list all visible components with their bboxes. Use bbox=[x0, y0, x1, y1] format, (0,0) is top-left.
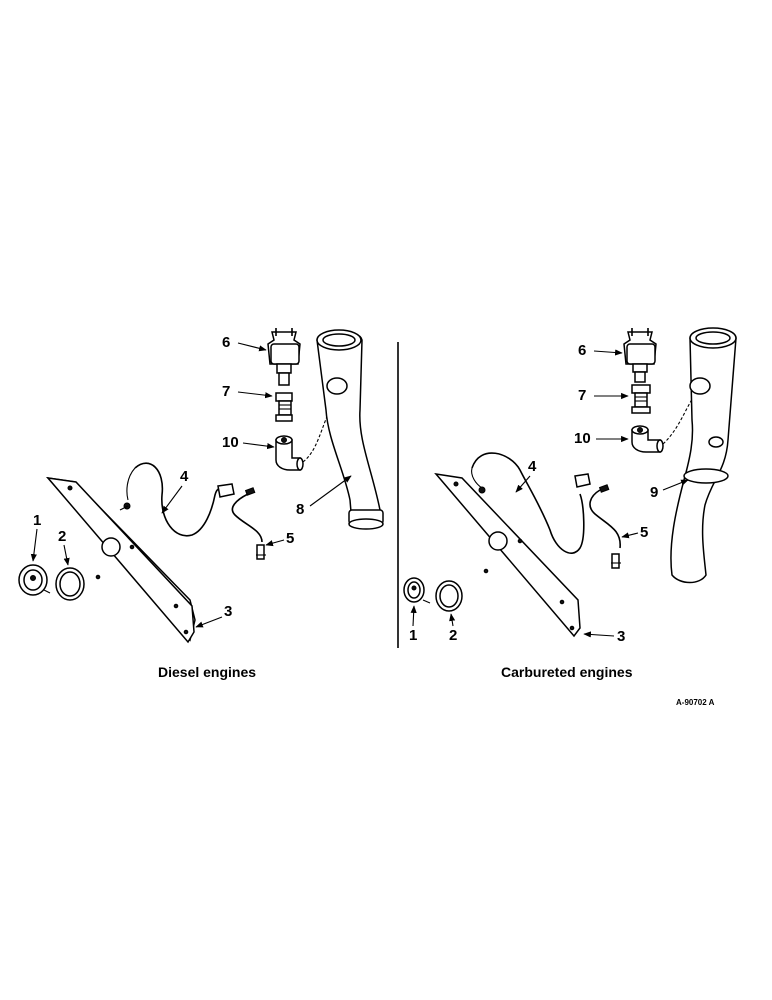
caption-diesel: Diesel engines bbox=[158, 664, 256, 680]
callout-label-5-r: 5 bbox=[640, 524, 648, 541]
pipe-boss-carbureted bbox=[689, 377, 711, 395]
leader-4 bbox=[161, 485, 183, 514]
leader-2 bbox=[63, 544, 70, 566]
carbureted-view: 6 7 10 4 9 5 1 2 3 Carbureted engines A-… bbox=[403, 327, 737, 707]
pressure-switch-carbureted bbox=[623, 328, 657, 383]
callout-label-4: 4 bbox=[180, 468, 189, 485]
diesel-view: 6 7 10 4 8 5 1 2 3 Diesel engines bbox=[18, 328, 384, 680]
callout-label-3: 3 bbox=[224, 603, 232, 620]
elbow-fitting-diesel bbox=[275, 435, 304, 471]
sender-terminal-diesel bbox=[256, 544, 265, 560]
sender-terminal-carbureted bbox=[611, 553, 620, 569]
leader-1 bbox=[30, 528, 38, 562]
gauge-carbureted bbox=[403, 577, 431, 604]
callout-label-1-r: 1 bbox=[409, 627, 417, 644]
leader-6-r bbox=[593, 349, 623, 356]
caption-carbureted: Carbureted engines bbox=[501, 664, 633, 680]
pressure-switch-diesel bbox=[267, 328, 301, 386]
wire-harness-diesel bbox=[134, 462, 229, 537]
wire-harness-carbureted bbox=[471, 452, 585, 554]
adapter-carbureted bbox=[631, 384, 651, 414]
bezel-ring-carbureted bbox=[435, 580, 463, 612]
leader-7 bbox=[237, 391, 273, 399]
callout-label-2: 2 bbox=[58, 528, 66, 545]
leader-6 bbox=[237, 342, 267, 352]
bezel-ring-diesel bbox=[55, 567, 85, 601]
leader-2-r bbox=[449, 613, 456, 627]
callout-label-8: 8 bbox=[296, 501, 304, 518]
elbow-fitting-carbureted bbox=[631, 425, 664, 453]
leader-1-r bbox=[410, 605, 417, 627]
adapter-diesel bbox=[275, 392, 293, 422]
callout-label-4-r: 4 bbox=[528, 458, 537, 475]
sender-wire-diesel bbox=[231, 493, 263, 543]
wire-connector-diesel bbox=[217, 483, 235, 498]
callout-label-9-r: 9 bbox=[650, 484, 658, 501]
exhaust-pipe-carbureted bbox=[670, 327, 737, 584]
leader-4-r bbox=[515, 475, 531, 493]
leader-3-r bbox=[583, 631, 615, 638]
leader-10 bbox=[242, 442, 275, 450]
leader-8 bbox=[309, 475, 352, 507]
pipe-boss-diesel bbox=[326, 377, 348, 395]
panel-gauge-hole-carbureted bbox=[488, 531, 508, 551]
callout-label-1: 1 bbox=[33, 512, 41, 529]
callout-label-7: 7 bbox=[222, 383, 230, 400]
pipe-joint-carbureted bbox=[683, 468, 729, 484]
panel-gauge-hole bbox=[101, 537, 121, 557]
leader-5 bbox=[265, 539, 285, 547]
leader-9-r bbox=[662, 479, 689, 491]
callout-label-6-r: 6 bbox=[578, 342, 586, 359]
callout-label-5: 5 bbox=[286, 530, 294, 547]
callout-label-10-r: 10 bbox=[574, 430, 591, 447]
sender-wire-carbureted bbox=[589, 489, 621, 549]
leader-5-r bbox=[621, 532, 639, 539]
callout-label-6: 6 bbox=[222, 334, 230, 351]
callout-label-7-r: 7 bbox=[578, 387, 586, 404]
exhaust-pipe-diesel bbox=[316, 329, 384, 530]
wire-connector-carbureted bbox=[574, 473, 591, 488]
gauge-diesel bbox=[18, 564, 51, 596]
callout-label-2-r: 2 bbox=[449, 627, 457, 644]
figure-reference-code: A-90702 A bbox=[676, 698, 715, 707]
callout-label-3-r: 3 bbox=[617, 628, 625, 645]
instrument-panel-carbureted bbox=[434, 472, 581, 638]
leader-3 bbox=[195, 616, 223, 628]
pipe-port-carbureted bbox=[708, 436, 724, 448]
callout-label-10: 10 bbox=[222, 434, 239, 451]
